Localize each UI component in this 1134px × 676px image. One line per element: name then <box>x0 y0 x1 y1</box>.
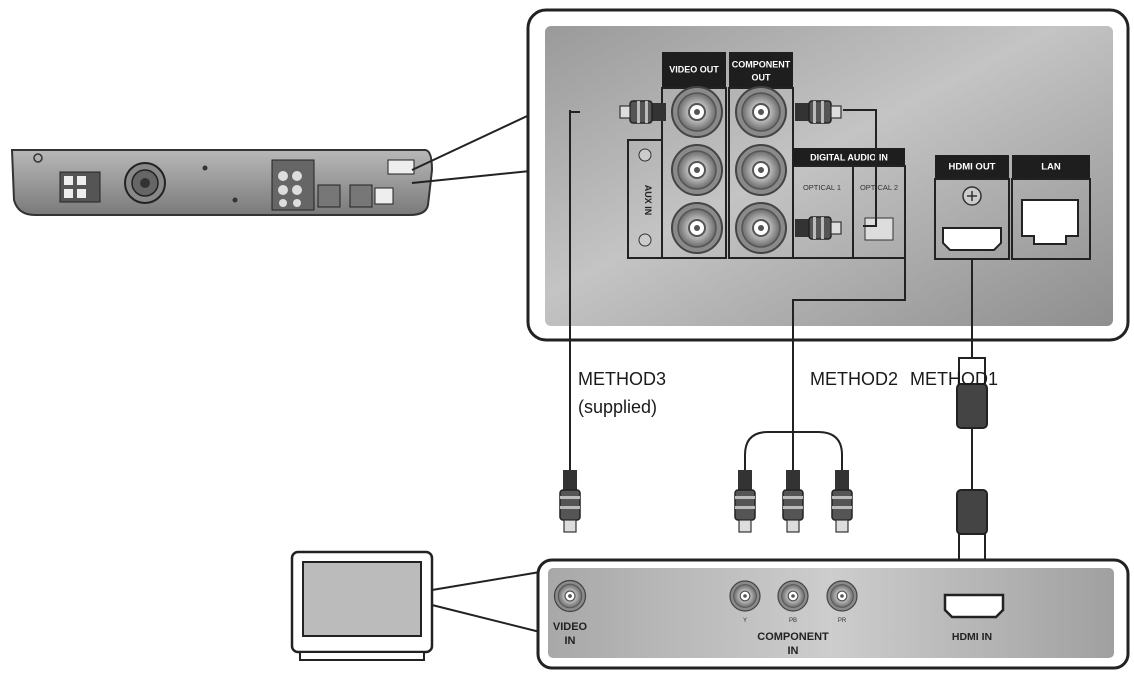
tv-back-panel: VIDEO IN Y PB PR COMPONENT IN HDMI IN <box>536 558 1130 670</box>
aux-jack-1 <box>671 144 723 196</box>
component-cable-y-top <box>843 109 877 227</box>
video-in-label-1: VIDEO <box>553 621 588 633</box>
component-out-label-1: COMPONENT <box>732 59 791 69</box>
hdmi-out-label: HDMI OUT <box>949 162 996 173</box>
component-out-jack-pr <box>735 202 787 254</box>
method3-label: METHOD3 <box>578 369 666 389</box>
component-in-jack-y <box>729 580 761 612</box>
jack-pb-label: PB <box>789 618 797 624</box>
lan-label: LAN <box>1041 162 1061 173</box>
tv-illustration <box>290 550 434 661</box>
component-plug-tv-y <box>734 469 756 533</box>
component-splitter <box>744 431 843 470</box>
method2-label: METHOD2 <box>810 369 898 389</box>
hdmi-in-label: HDMI IN <box>952 631 992 643</box>
hdmi-out-port <box>942 227 1002 251</box>
component-out-label-2: OUT <box>752 72 772 82</box>
aux-in-label: AUX IN <box>643 185 653 216</box>
video-out-label: VIDEO OUT <box>669 64 719 74</box>
component-out-jack-pb <box>735 144 787 196</box>
optical2-label: OPTICAL 2 <box>860 183 898 192</box>
component-in-label-2: IN <box>788 645 799 657</box>
video-plug-tv <box>559 469 581 533</box>
component-in-jack-pb <box>777 580 809 612</box>
component-plug-tv-pb <box>782 469 804 533</box>
hdmi-plug-player <box>956 357 988 429</box>
video-in-jack <box>553 579 587 613</box>
cables <box>569 109 973 490</box>
player-back-illustration <box>10 149 434 216</box>
hdmi-in-port <box>943 593 1005 619</box>
player-back-panel: VIDEO OUT COMPONENT OUT AUX IN DIGITAL A… <box>526 8 1130 342</box>
method3-note: (supplied) <box>578 397 657 417</box>
component-in-label-1: COMPONENT <box>757 631 829 643</box>
aux-jack-2 <box>671 202 723 254</box>
optical1-label: OPTICAL 1 <box>803 183 841 192</box>
component-out-jack-y <box>735 86 787 138</box>
digital-audio-in-label: DIGITAL AUDIO IN <box>810 152 888 162</box>
hdmi-plug-tv <box>956 489 988 561</box>
component-in-jack-pr <box>826 580 858 612</box>
lan-port <box>1021 199 1079 245</box>
video-in-label-2: IN <box>565 635 576 647</box>
video-out-jack <box>671 86 723 138</box>
method1-label: METHOD1 <box>910 369 998 389</box>
component-cable-pb <box>792 226 906 470</box>
jack-pr-label: PR <box>838 618 847 624</box>
jack-y-label: Y <box>743 618 747 624</box>
component-plug-tv-pr <box>831 469 853 533</box>
